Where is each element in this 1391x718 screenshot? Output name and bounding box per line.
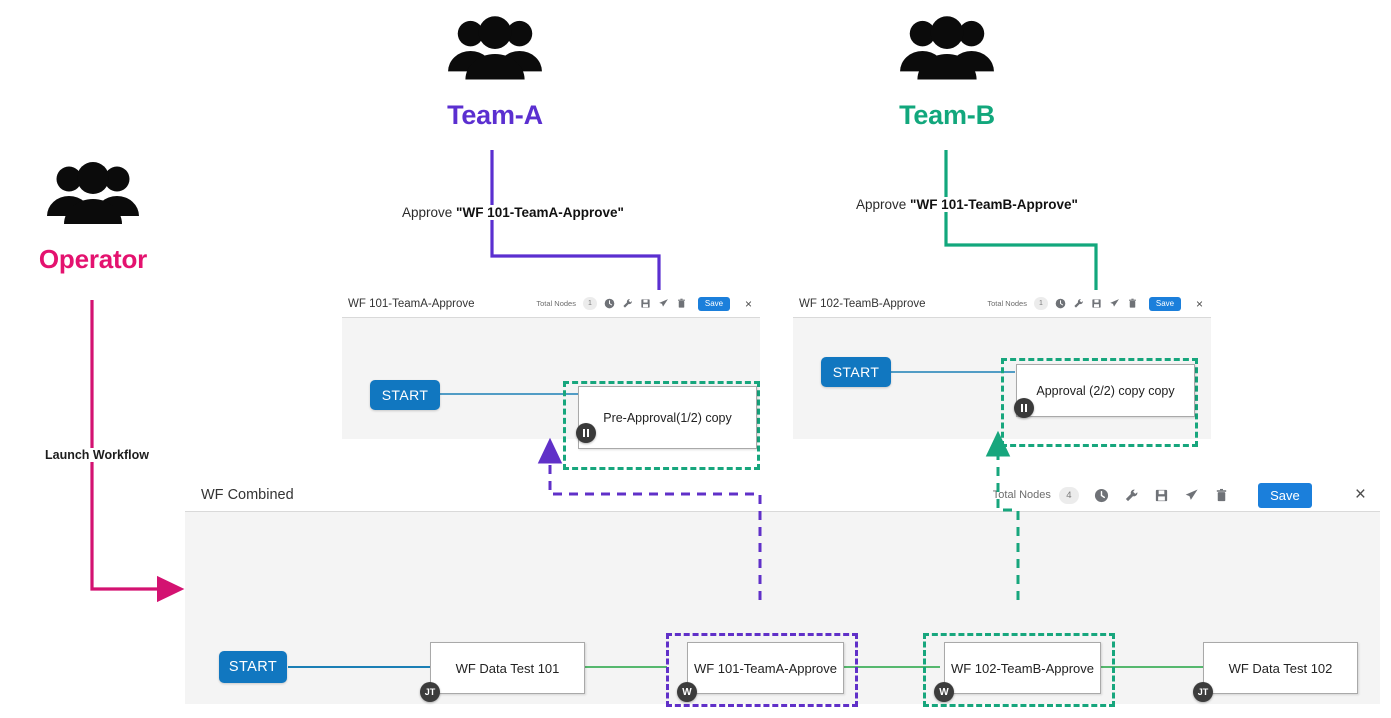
panel-wf101-close-icon[interactable]: × [744, 296, 752, 311]
trash-icon[interactable] [676, 298, 687, 309]
wrench-icon[interactable] [1124, 488, 1139, 503]
floppy-disk-icon[interactable] [640, 298, 651, 309]
combined-node-wf-data-test-102[interactable]: WF Data Test 102 [1203, 642, 1358, 694]
people-group-icon [22, 162, 164, 236]
panel-wf102-title: WF 102-TeamB-Approve [799, 297, 926, 310]
combined-save-button[interactable]: Save [1257, 482, 1312, 508]
combined-title: WF Combined [201, 487, 294, 503]
panel-wf102-connectors [891, 371, 1015, 373]
combined-node-wf-data-test-101[interactable]: WF Data Test 101 [430, 642, 585, 694]
team-b-edge-target: "WF 101-TeamB-Approve" [910, 197, 1078, 212]
history-circle-icon[interactable] [604, 298, 615, 309]
combined-node-wf-101-teama-approve[interactable]: WF 101-TeamA-Approve [687, 642, 844, 694]
panel-wf102-teamb[interactable]: WF 102-TeamB-Approve Total Nodes 1 Save … [793, 290, 1211, 447]
rocket-launch-icon[interactable] [658, 298, 669, 309]
panel-wf102-close-icon[interactable]: × [1195, 296, 1203, 311]
panel-wf102-start-node[interactable]: START [821, 357, 891, 387]
pause-icon[interactable] [576, 423, 596, 443]
rocket-launch-icon[interactable] [1184, 488, 1199, 503]
panel-wf101-connectors [440, 393, 587, 395]
trash-icon[interactable] [1127, 298, 1138, 309]
combined-node-wf-102-teamb-approve[interactable]: WF 102-TeamB-Approve [944, 642, 1101, 694]
team-b-edge-prefix: Approve [856, 197, 911, 212]
actor-team-b: Team-B [876, 16, 1018, 131]
trash-icon[interactable] [1214, 488, 1229, 503]
actor-operator-label: Operator [38, 244, 148, 274]
floppy-disk-icon[interactable] [1091, 298, 1102, 309]
history-circle-icon[interactable] [1094, 488, 1109, 503]
panel-wf101-start-node[interactable]: START [370, 380, 440, 410]
combined-start-node[interactable]: START [219, 651, 287, 683]
wrench-icon[interactable] [622, 298, 633, 309]
panel-wf101-total-nodes-count: 1 [582, 297, 597, 310]
panel-wf101-save-button[interactable]: Save [697, 296, 730, 311]
panel-wf-combined[interactable]: WF Combined Total Nodes 4 Save × [185, 479, 1380, 707]
panel-wf102-titlebar: WF 102-TeamB-Approve Total Nodes 1 Save … [793, 290, 1211, 318]
rocket-launch-icon[interactable] [1109, 298, 1120, 309]
actor-team-a-label: Team-A [447, 100, 543, 130]
panel-wf101-titlebar: WF 101-TeamA-Approve Total Nodes 1 Save … [342, 290, 760, 318]
launch-workflow-label: Launch Workflow [42, 448, 152, 462]
panel-wf102-total-nodes-label: Total Nodes [987, 299, 1027, 308]
panel-wf102-node-highlight [1001, 358, 1198, 447]
combined-teama-node-highlight [666, 633, 858, 707]
wrench-icon[interactable] [1073, 298, 1084, 309]
combined-total-nodes-count: 4 [1058, 486, 1079, 504]
panel-wf101-task-node[interactable]: Pre-Approval(1/2) copy [578, 386, 757, 449]
combined-node-badge-w-1[interactable]: W [677, 682, 697, 702]
combined-node-badge-jt-2[interactable]: JT [1193, 682, 1213, 702]
team-a-edge-prefix: Approve [402, 205, 457, 220]
people-group-icon [424, 16, 566, 92]
people-group-icon [876, 16, 1018, 92]
actor-team-a: Team-A [424, 16, 566, 131]
pause-icon[interactable] [1014, 398, 1034, 418]
combined-close-icon[interactable]: × [1354, 484, 1366, 505]
panel-wf102-total-nodes-count: 1 [1033, 297, 1048, 310]
panel-wf101-teama[interactable]: WF 101-TeamA-Approve Total Nodes 1 Save … [342, 290, 760, 470]
panel-wf101-canvas[interactable]: START Pre-Approval(1/2) copy [342, 318, 760, 470]
team-b-edge-label: Approve "WF 101-TeamB-Approve" [853, 197, 1081, 212]
combined-total-nodes-label: Total Nodes [992, 489, 1051, 501]
panel-wf101-title: WF 101-TeamA-Approve [348, 297, 475, 310]
team-a-edge-label: Approve "WF 101-TeamA-Approve" [399, 205, 627, 220]
panel-wf102-canvas[interactable]: START Approval (2/2) copy copy [793, 318, 1211, 447]
combined-node-badge-w-2[interactable]: W [934, 682, 954, 702]
actor-operator: Operator [22, 162, 164, 275]
operator-launch-connector [90, 300, 185, 603]
combined-teamb-node-highlight [923, 633, 1115, 707]
combined-connectors [288, 666, 1203, 668]
team-a-edge-target: "WF 101-TeamA-Approve" [456, 205, 624, 220]
actor-team-b-label: Team-B [899, 100, 995, 130]
panel-wf102-task-node[interactable]: Approval (2/2) copy copy [1016, 364, 1195, 417]
combined-titlebar: WF Combined Total Nodes 4 Save × [185, 479, 1380, 512]
history-circle-icon[interactable] [1055, 298, 1066, 309]
panel-wf101-total-nodes-label: Total Nodes [536, 299, 576, 308]
floppy-disk-icon[interactable] [1154, 488, 1169, 503]
combined-canvas[interactable]: START WF Data Test 101 JT WF 101-TeamA-A… [185, 512, 1380, 707]
combined-node-badge-jt-1[interactable]: JT [420, 682, 440, 702]
panel-wf102-save-button[interactable]: Save [1148, 296, 1181, 311]
